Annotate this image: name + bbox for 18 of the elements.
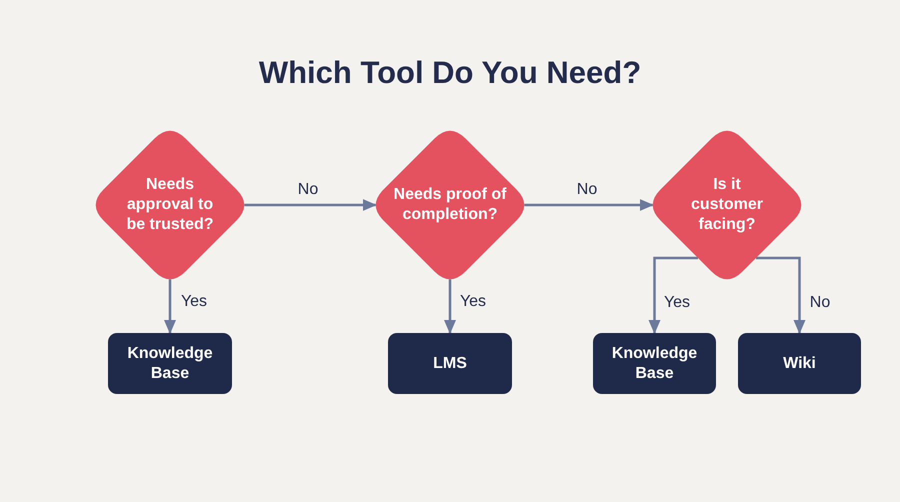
question-text: Needs proof of completion? (392, 185, 508, 225)
question-text: Is it customer facing? (690, 175, 764, 235)
arrow (244, 199, 377, 211)
tool-name: Knowledge Base (610, 344, 698, 384)
result-box (108, 333, 232, 394)
tool-name: Knowledge Base (126, 344, 214, 384)
result-box (388, 333, 512, 394)
tool-name: Wiki (783, 354, 816, 374)
arrow (756, 256, 806, 334)
arrow (648, 256, 698, 334)
tool-name: LMS (433, 354, 467, 374)
result-box (738, 333, 861, 394)
question-text: Needs approval to be trusted? (125, 175, 215, 235)
arrow (164, 279, 176, 334)
arrow (444, 279, 456, 334)
diagram-title: Which Tool Do You Need? (258, 54, 642, 92)
arrow (524, 199, 654, 211)
result-box (593, 333, 716, 394)
